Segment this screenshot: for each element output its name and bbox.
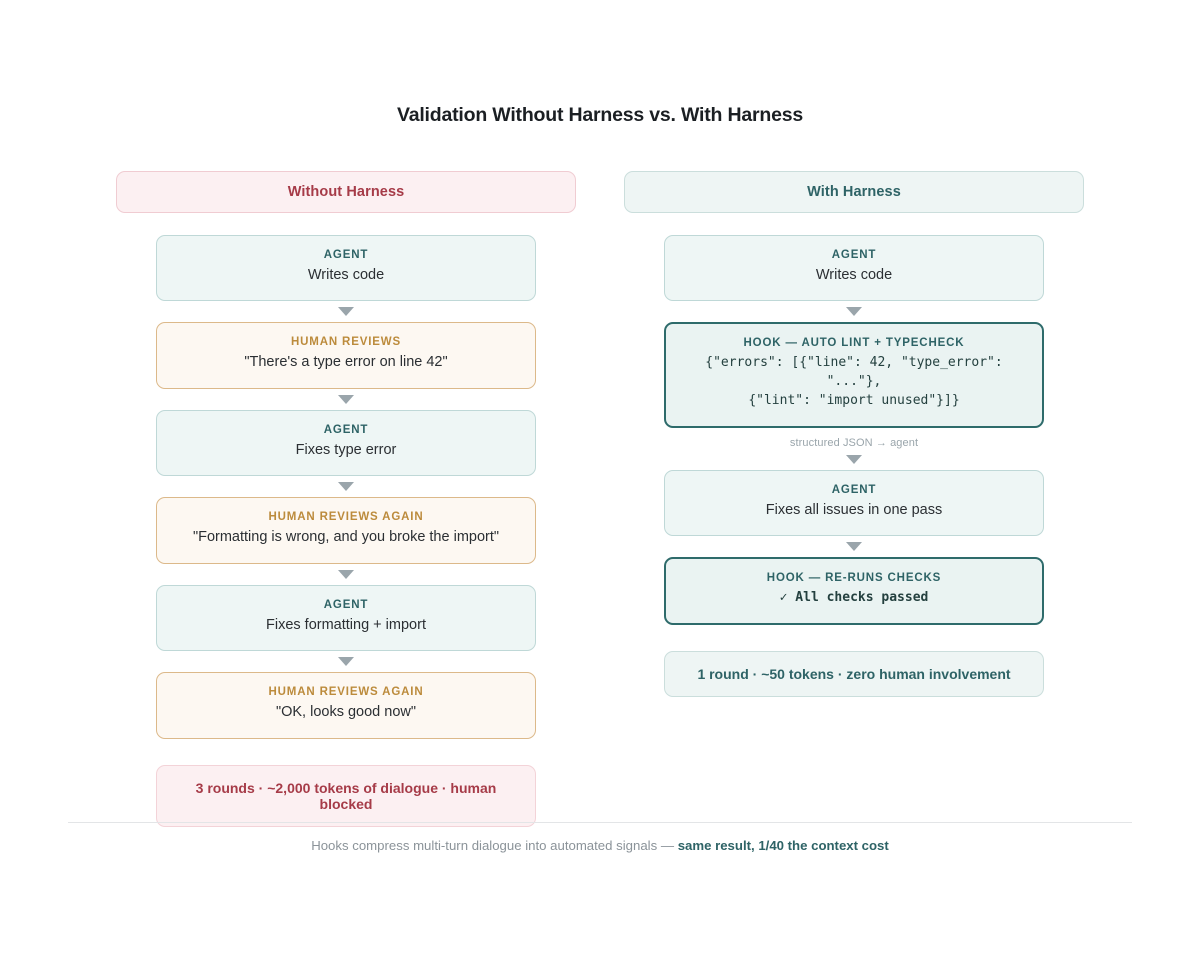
footer-highlight: same result, 1/40 the context cost — [677, 838, 889, 853]
arrow-down-icon — [338, 569, 354, 579]
column-header-without-harness: Without Harness — [116, 171, 576, 213]
node-body: "There's a type error on line 42" — [244, 354, 448, 371]
node-body: Fixes all issues in one pass — [765, 501, 943, 518]
edge-caption-structured-json: structured JSON → agent — [789, 436, 919, 449]
node-hook-re-runs-checks: HOOK — RE-RUNS CHECKS ✓ All checks passe… — [664, 557, 1044, 626]
node-agent-fixes-type-error: AGENT Fixes type error — [156, 409, 536, 477]
footer-text: Hooks compress multi-turn dialogue into … — [311, 838, 678, 853]
arrow-down-icon — [338, 394, 354, 404]
arrow-down-icon — [846, 542, 862, 552]
node-body: "Formatting is wrong, and you broke the … — [192, 529, 500, 546]
node-agent-fixes-all-issues: AGENT Fixes all issues in one pass — [664, 469, 1044, 537]
step-item: HUMAN REVIEWS AGAIN "Formatting is wrong… — [156, 497, 536, 584]
node-body: Fixes type error — [295, 441, 397, 458]
step-item: AGENT Writes code — [156, 235, 536, 322]
node-body-checks-passed: ✓ All checks passed — [779, 590, 929, 606]
step-item: AGENT Writes code — [664, 235, 1044, 322]
node-human-reviews-3: HUMAN REVIEWS AGAIN "OK, looks good now" — [156, 672, 536, 739]
comparison-columns: Without Harness AGENT Writes code HUMAN … — [0, 171, 1200, 827]
node-hook-auto-lint-typecheck: HOOK — AUTO LINT + TYPECHECK {"errors": … — [664, 322, 1044, 428]
step-item: HOOK — RE-RUNS CHECKS ✓ All checks passe… — [664, 557, 1044, 626]
node-label: AGENT — [323, 598, 369, 611]
node-label: AGENT — [831, 483, 877, 496]
node-label: AGENT — [323, 423, 369, 436]
node-label: AGENT — [831, 249, 877, 261]
step-item: HUMAN REVIEWS AGAIN "OK, looks good now" — [156, 672, 536, 739]
step-list-without-harness: AGENT Writes code HUMAN REVIEWS "There's… — [116, 235, 576, 827]
step-item: AGENT Fixes all issues in one pass — [664, 469, 1044, 557]
node-agent-fixes-formatting: AGENT Fixes formatting + import — [156, 584, 536, 652]
node-label: HUMAN REVIEWS AGAIN — [268, 511, 424, 524]
summary-with-harness: 1 round · ~50 tokens · zero human involv… — [664, 651, 1044, 698]
step-item: HOOK — AUTO LINT + TYPECHECK {"errors": … — [664, 322, 1044, 470]
node-body: Writes code — [307, 267, 385, 283]
arrow-down-icon — [338, 482, 354, 492]
column-without-harness: Without Harness AGENT Writes code HUMAN … — [116, 171, 576, 827]
node-human-reviews-2: HUMAN REVIEWS AGAIN "Formatting is wrong… — [156, 497, 536, 564]
arrow-down-icon — [338, 657, 354, 667]
page-title: Validation Without Harness vs. With Harn… — [396, 104, 804, 126]
node-label: AGENT — [323, 249, 369, 261]
node-body: "OK, looks good now" — [275, 704, 417, 721]
column-with-harness: With Harness AGENT Writes code HOOK — AU… — [624, 171, 1084, 827]
node-label: HUMAN REVIEWS — [290, 336, 402, 349]
node-agent-writes-code: AGENT Writes code — [156, 235, 536, 302]
step-item: AGENT Fixes formatting + import — [156, 584, 536, 672]
node-label: HOOK — AUTO LINT + TYPECHECK — [743, 337, 965, 350]
node-label: HOOK — RE-RUNS CHECKS — [766, 572, 942, 585]
step-item: AGENT Fixes type error — [156, 409, 536, 497]
node-body: Writes code — [815, 267, 893, 283]
step-list-with-harness: AGENT Writes code HOOK — AUTO LINT + TYP… — [624, 235, 1084, 698]
arrow-down-icon — [846, 307, 862, 317]
footer-divider — [68, 822, 1132, 823]
step-item: HUMAN REVIEWS "There's a type error on l… — [156, 322, 536, 409]
node-body: Fixes formatting + import — [266, 616, 426, 633]
column-header-with-harness: With Harness — [624, 171, 1084, 213]
summary-without-harness: 3 rounds · ~2,000 tokens of dialogue · h… — [156, 764, 536, 827]
arrow-down-icon — [338, 307, 354, 317]
arrow-down-icon — [846, 454, 862, 464]
node-human-reviews-1: HUMAN REVIEWS "There's a type error on l… — [156, 322, 536, 389]
footer-note: Hooks compress multi-turn dialogue into … — [0, 838, 1200, 853]
node-label: HUMAN REVIEWS AGAIN — [268, 686, 424, 699]
node-body-json: {"errors": [{"line": 42, "type_error": "… — [705, 355, 1003, 409]
node-agent-writes-code: AGENT Writes code — [664, 235, 1044, 302]
